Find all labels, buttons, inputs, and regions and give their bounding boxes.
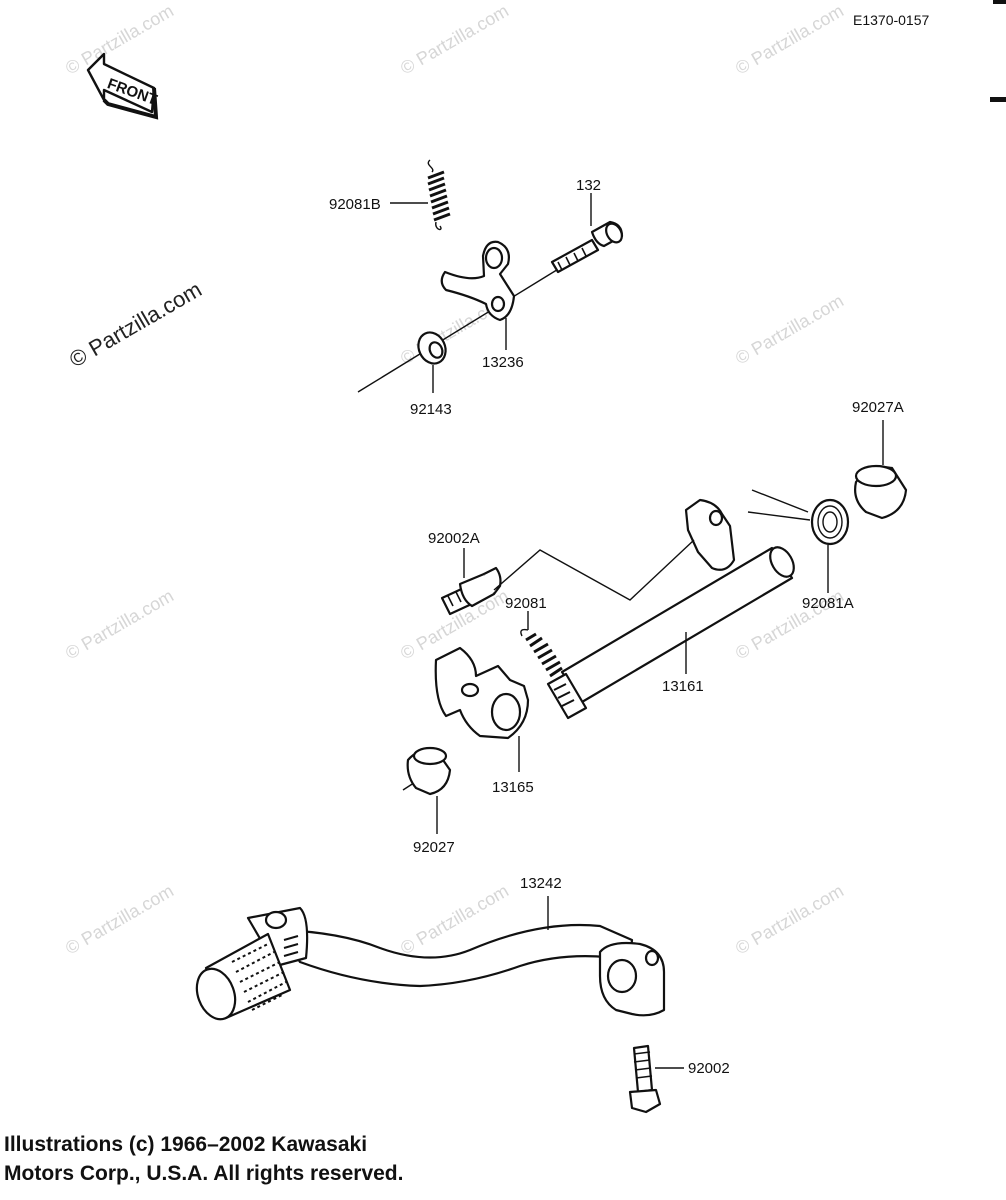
axis-line-upper — [357, 267, 561, 393]
spring-92081 — [520, 628, 563, 678]
copyright-notice: Illustrations (c) 1966–2002 Kawasaki Mot… — [4, 1130, 403, 1188]
label-92002: 92002 — [688, 1060, 730, 1077]
label-132: 132 — [576, 177, 601, 194]
label-92143: 92143 — [410, 401, 452, 418]
label-13161: 13161 — [662, 678, 704, 695]
bolt-92002 — [628, 1044, 662, 1114]
front-arrow-icon: FRONT — [86, 52, 159, 120]
label-92081: 92081 — [505, 595, 547, 612]
label-92027A: 92027A — [852, 399, 904, 416]
watermark-2: © Partzilla.com — [397, 0, 512, 78]
plate-13165 — [434, 646, 530, 740]
watermark-11: © Partzilla.com — [732, 880, 847, 958]
collar-92027A — [854, 464, 908, 520]
washer-92143 — [417, 331, 447, 365]
watermark-1: © Partzilla.com — [62, 0, 177, 78]
edge-mark-top — [993, 0, 1006, 4]
watermark-main: © Partzilla.com — [65, 277, 206, 373]
arm-13236 — [440, 240, 516, 322]
label-92027: 92027 — [413, 839, 455, 856]
label-92002A: 92002A — [428, 530, 480, 547]
bolt-92002A — [440, 566, 502, 616]
spring-92081B — [427, 159, 451, 231]
label-13165: 13165 — [492, 779, 534, 796]
spring-92081A — [747, 489, 850, 546]
watermark-9: © Partzilla.com — [62, 880, 177, 958]
label-13236: 13236 — [482, 354, 524, 371]
watermark-5: © Partzilla.com — [732, 290, 847, 368]
diagram-code: E1370-0157 — [853, 12, 930, 28]
watermark-6: © Partzilla.com — [62, 585, 177, 663]
collar-92027 — [406, 746, 452, 796]
shaft-13161 — [546, 498, 795, 720]
copyright-line-1: Illustrations (c) 1966–2002 Kawasaki — [4, 1133, 368, 1156]
watermark-3: © Partzilla.com — [732, 0, 847, 78]
watermarks: © Partzilla.com © Partzilla.com © Partzi… — [62, 0, 847, 958]
edge-mark-mid — [990, 97, 1006, 102]
bolt-132 — [550, 220, 624, 274]
label-92081B: 92081B — [329, 196, 381, 213]
label-92081A: 92081A — [802, 595, 854, 612]
copyright-line-2: Motors Corp., U.S.A. All rights reserved… — [4, 1162, 404, 1185]
reference-line-92002A — [493, 539, 695, 601]
label-13242: 13242 — [520, 875, 562, 892]
pedal-13242 — [195, 906, 666, 1021]
